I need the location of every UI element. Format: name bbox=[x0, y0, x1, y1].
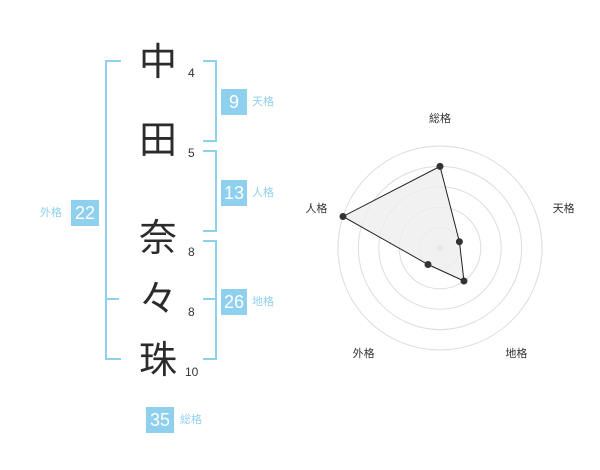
tenkaku-label: 天格 bbox=[252, 95, 274, 108]
name-char-3: 奈 bbox=[138, 216, 177, 260]
name-char-1: 中 bbox=[138, 40, 177, 84]
jinkaku-label: 人格 bbox=[252, 186, 274, 199]
stroke-count-3: 8 bbox=[188, 245, 195, 259]
stroke-count-5: 10 bbox=[185, 365, 199, 379]
radar-ring bbox=[337, 145, 543, 351]
radar-axis-label: 地格 bbox=[505, 346, 527, 360]
radar-axis-label: 天格 bbox=[553, 201, 575, 215]
radar-axis-label: 外格 bbox=[353, 346, 375, 360]
stroke-count-1: 4 bbox=[188, 66, 195, 80]
radar-point bbox=[460, 277, 468, 285]
gaikaku-badge: 22 bbox=[71, 200, 99, 226]
radar-point bbox=[436, 162, 444, 170]
stroke-count-2: 5 bbox=[188, 146, 195, 160]
radar-shape bbox=[339, 162, 468, 285]
tenkaku-badge: 9 bbox=[221, 89, 247, 115]
radar-point bbox=[455, 238, 463, 246]
name-char-5: 珠 bbox=[138, 338, 177, 382]
radar-polygon bbox=[341, 165, 465, 282]
jinkaku-bracket bbox=[203, 150, 217, 232]
stroke-count-4: 8 bbox=[188, 305, 195, 319]
soukaku-badge: 35 bbox=[146, 407, 174, 433]
name-char-4: 々 bbox=[138, 277, 177, 321]
chikaku-badge: 26 bbox=[221, 289, 247, 315]
radar-point bbox=[424, 261, 432, 269]
chikaku-bracket bbox=[203, 240, 217, 360]
chikaku-bracket-tick bbox=[203, 298, 217, 300]
soukaku-label: 総格 bbox=[180, 413, 202, 426]
gaikaku-bracket bbox=[105, 60, 121, 360]
chikaku-label: 地格 bbox=[252, 295, 274, 308]
gaikaku-label: 外格 bbox=[40, 206, 62, 219]
jinkaku-badge: 13 bbox=[221, 180, 247, 206]
radar-axis-label: 総格 bbox=[429, 111, 451, 125]
gaikaku-bracket-tick bbox=[105, 298, 119, 300]
radar-point bbox=[339, 212, 347, 220]
name-char-2: 田 bbox=[138, 118, 177, 162]
tenkaku-bracket bbox=[203, 60, 217, 142]
radar-axis-label: 人格 bbox=[305, 201, 327, 215]
